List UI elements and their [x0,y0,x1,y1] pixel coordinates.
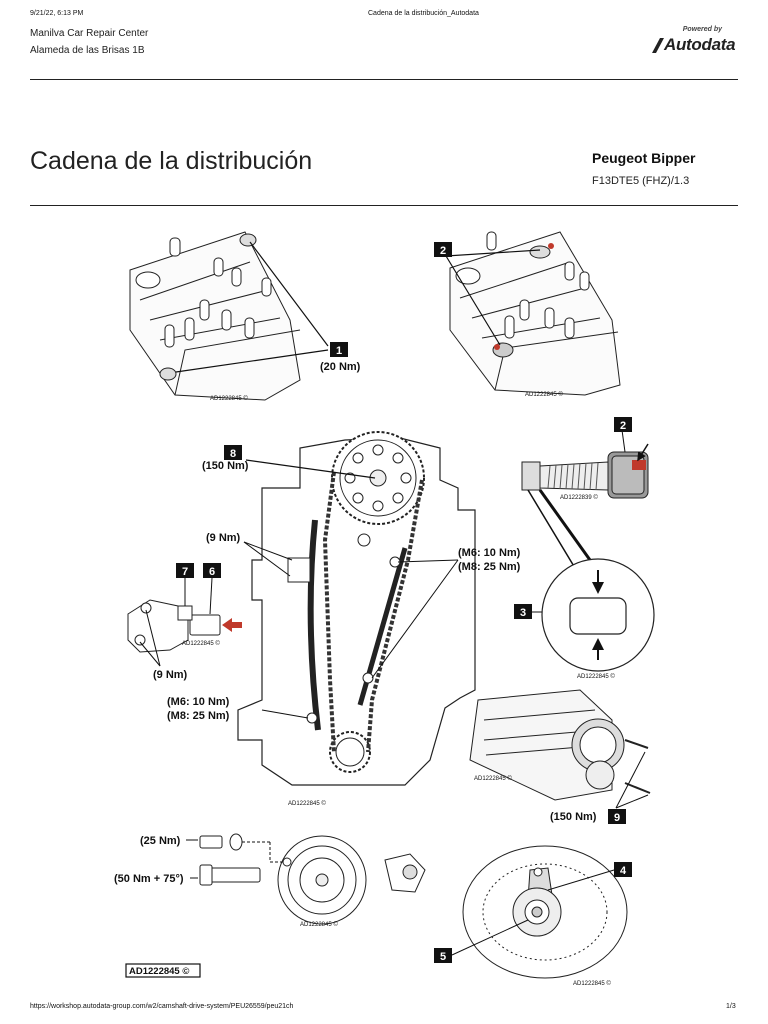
print-datetime: 9/21/22, 6:13 PM [30,10,84,17]
ref-code: AD1222845 © [210,395,248,402]
header-divider [30,79,738,80]
ref-code: AD1222839 © [560,494,598,501]
ref-code: AD1222845 © [474,775,512,782]
torque-20nm: (20 Nm) [320,361,361,373]
title-divider [30,205,738,206]
logo-brand: Autodata [664,35,736,54]
callout-1 [330,342,348,357]
ref-code: AD1222845 © [577,673,615,680]
torque-150nm-bottom: (150 Nm) [550,811,597,823]
page-title: Cadena de la distribución [30,147,313,175]
footer-url[interactable]: https://workshop.autodata-group.com/w2/c… [30,1003,294,1010]
callout-6 [203,563,221,578]
ref-code: AD1222845 © [573,980,611,987]
engine-code: F13DTE5 (FHZ)/1.3 [592,175,690,187]
boxed-ref-code: AD1222845 © [129,966,189,977]
callout-3-label: 3 [520,607,526,619]
torque-m6-left: (M6: 10 Nm) [167,696,230,708]
torque-m8-left: (M8: 25 Nm) [167,710,230,722]
callout-9-label: 9 [614,812,620,824]
callout-6-label: 6 [209,566,215,578]
crank-sprocket [329,731,371,773]
callout-1-label: 1 [336,345,342,357]
callout-9 [608,809,626,824]
ref-code: AD1222845 © [288,800,326,807]
callout-8-label: 8 [230,448,236,460]
callout-8 [224,445,242,460]
callout-2 [434,242,452,257]
callout-7-label: 7 [182,566,188,578]
pulley-detail [199,833,426,925]
torque-m6-right: (M6: 10 Nm) [458,547,521,559]
torque-50nm-75deg: (50 Nm + 75°) [114,873,184,885]
cam-cover-left [129,231,301,401]
camshaft-assembly [469,689,625,801]
boxed-ref-frame [125,963,201,978]
callout-5 [434,948,452,963]
callout-7 [176,563,194,578]
autodata-swoosh-icon [652,38,664,53]
vehicle-model: Peugeot Bipper [592,150,696,166]
autodata-logo: Powered by Autodata [650,24,740,58]
logo-powered-by: Powered by [682,26,722,33]
ref-code: AD1222845 © [300,921,338,928]
torque-9nm-top: (9 Nm) [206,532,241,544]
callout-4 [614,862,632,877]
print-doc-title: Cadena de la distribución_Autodata [368,10,479,17]
callout-5-label: 5 [440,951,446,963]
timing-chain [322,471,424,753]
cam-sprocket [331,431,425,525]
torque-m8-right: (M8: 25 Nm) [458,561,521,573]
torque-150nm-top: (150 Nm) [202,460,249,472]
torque-9nm-low: (9 Nm) [153,669,188,681]
zoom-detail [541,558,655,672]
callout-2b-label: 2 [620,420,626,432]
tensioner-detail [127,599,221,653]
ref-code: AD1222845 © [182,640,220,647]
callout-4-label: 4 [620,865,627,877]
callout-2-label: 2 [440,245,446,257]
torque-25nm: (25 Nm) [140,835,181,847]
company-address: Alameda de las Brisas 1B [30,45,145,56]
company-name: Manilva Car Repair Center [30,28,149,39]
ref-code: AD1222845 © [525,391,563,398]
callout-2b [614,417,632,432]
crank-pulley-detail [462,845,628,979]
cam-cover-right [449,231,621,396]
footer-page-number: 1/3 [726,1003,736,1010]
callout-3 [514,604,532,619]
